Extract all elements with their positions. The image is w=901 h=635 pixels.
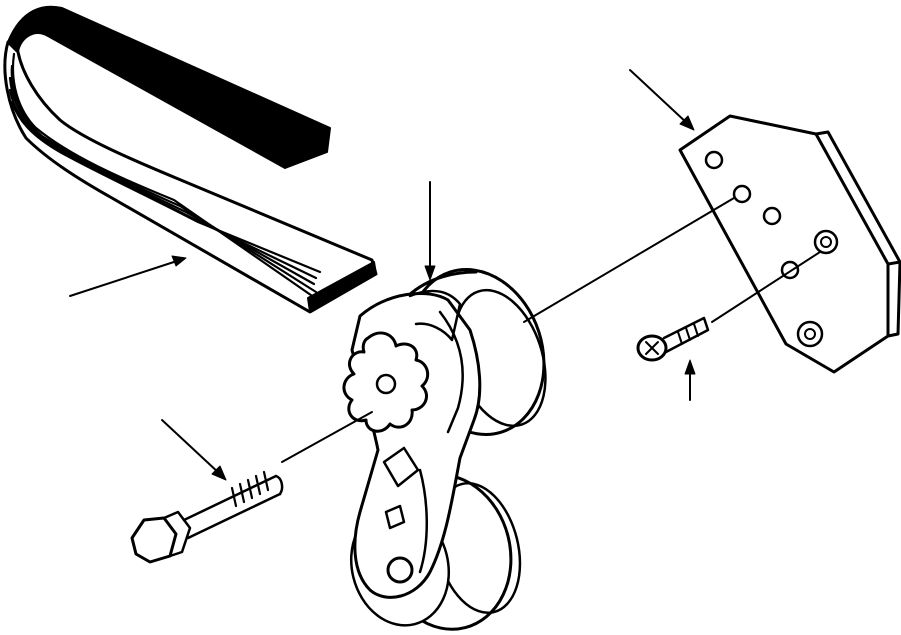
star-cam [342, 331, 430, 433]
belt-top-band [7, 5, 331, 169]
belt-end-face [307, 261, 377, 313]
bracket-hole-4 [813, 229, 839, 255]
bolt-hex-head [130, 516, 178, 564]
cam-housing-top [408, 289, 462, 342]
cam-housing-side [438, 310, 464, 434]
countersunk-screw [636, 316, 710, 362]
belt-rib-2 [10, 64, 318, 294]
bracket-hole-3 [762, 206, 782, 226]
belt-rib-5 [10, 100, 322, 274]
assembly-lines [281, 197, 821, 463]
bolt-threads [230, 470, 270, 508]
arrow-bracket [629, 69, 695, 131]
arm-pivot-hole [386, 556, 414, 584]
arrow-bolt [161, 419, 227, 481]
bracket-hole-5 [780, 260, 800, 280]
bolt-shank [182, 474, 282, 540]
rear-pulley-top-edge [406, 270, 478, 298]
mounting-bracket [678, 114, 901, 374]
arrow-screw [684, 359, 696, 401]
arm-slot-2 [384, 504, 406, 530]
hex-flange-bolt [130, 470, 284, 564]
belt-rib-1 [11, 52, 320, 302]
screw-threads [677, 323, 699, 345]
screw-recess [645, 341, 659, 355]
arm-slot [382, 446, 420, 488]
axis-screw-to-bracket [711, 251, 821, 323]
tensioner-assembly [342, 268, 547, 631]
belt-rib-3 [8, 76, 316, 286]
arrow-belt [69, 255, 187, 297]
bracket-hole-6-inner [804, 328, 816, 340]
bolt-flange [162, 510, 192, 558]
arm-ridge [418, 468, 429, 574]
callout-arrows [69, 69, 696, 481]
drive-belt [3, 5, 378, 314]
bracket-hole-2 [732, 184, 752, 204]
arrow-tensioner [424, 181, 436, 281]
bracket-face [678, 114, 890, 374]
bolt-thread-end [274, 474, 284, 496]
axis-bolt-to-cam [281, 411, 373, 463]
axis-pulley-to-bracket [523, 197, 735, 323]
star-cam-center-hole [375, 373, 397, 395]
bracket-hole-6 [796, 320, 824, 348]
bracket-hole-4-inner [820, 236, 832, 248]
bracket-thickness [814, 130, 901, 338]
screw-shank [662, 316, 710, 354]
bracket-hole-1 [704, 150, 724, 170]
